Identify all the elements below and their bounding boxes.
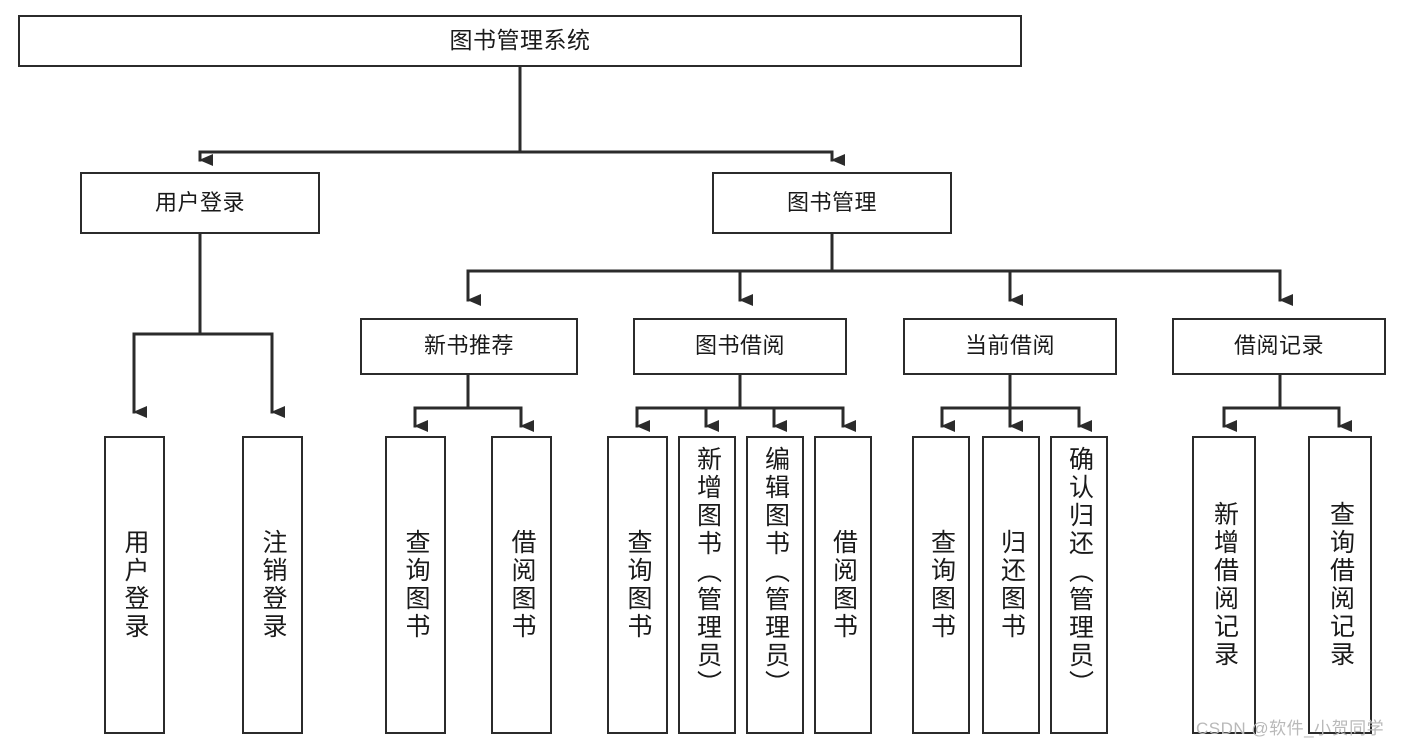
leaf-node-query-borrow-record-label: 查询借阅记录 xyxy=(1326,501,1355,669)
node-root-label: 图书管理系统 xyxy=(449,27,591,54)
node-user-login-label: 用户登录 xyxy=(154,189,245,215)
leaf-node-return-book-label: 归还图书 xyxy=(997,529,1026,641)
leaf-node-user-login-label: 用户登录 xyxy=(121,529,149,641)
node-root[interactable]: 图书管理系统 xyxy=(18,15,1022,67)
leaf-node-borrow-book-label: 借阅图书 xyxy=(829,529,858,641)
leaf-node-confirm-return-admin-label: 确认归还（管理员） xyxy=(1065,446,1094,698)
leaf-node-borrow-book-rec[interactable]: 借阅图书 xyxy=(491,436,552,734)
leaf-node-borrow-book-rec-label: 借阅图书 xyxy=(508,529,536,641)
node-current-borrow-label: 当前借阅 xyxy=(964,333,1055,359)
node-book-manage-label: 图书管理 xyxy=(786,189,877,215)
leaf-node-logout-label: 注销登录 xyxy=(259,529,287,641)
node-new-book-rec[interactable]: 新书推荐 xyxy=(360,318,578,375)
leaf-node-edit-book-admin[interactable]: 编辑图书（管理员） xyxy=(746,436,804,734)
leaf-node-query-book-current[interactable]: 查询图书 xyxy=(912,436,970,734)
leaf-node-edit-book-admin-label: 编辑图书（管理员） xyxy=(761,446,790,698)
leaf-node-query-borrow-record[interactable]: 查询借阅记录 xyxy=(1308,436,1372,734)
node-current-borrow[interactable]: 当前借阅 xyxy=(903,318,1117,375)
leaf-node-add-book-admin-label: 新增图书（管理员） xyxy=(693,446,722,698)
node-borrow-record[interactable]: 借阅记录 xyxy=(1172,318,1386,375)
leaf-node-query-book-rec-label: 查询图书 xyxy=(402,529,430,641)
node-new-book-rec-label: 新书推荐 xyxy=(423,333,514,359)
leaf-node-add-borrow-record-label: 新增借阅记录 xyxy=(1210,501,1239,669)
leaf-node-add-book-admin[interactable]: 新增图书（管理员） xyxy=(678,436,736,734)
leaf-node-logout[interactable]: 注销登录 xyxy=(242,436,303,734)
leaf-node-query-book-borrow-label: 查询图书 xyxy=(624,529,652,641)
leaf-node-return-book[interactable]: 归还图书 xyxy=(982,436,1040,734)
leaf-node-query-book-rec[interactable]: 查询图书 xyxy=(385,436,446,734)
leaf-node-add-borrow-record[interactable]: 新增借阅记录 xyxy=(1192,436,1256,734)
leaf-node-user-login[interactable]: 用户登录 xyxy=(104,436,165,734)
leaf-node-borrow-book[interactable]: 借阅图书 xyxy=(814,436,872,734)
node-book-borrow[interactable]: 图书借阅 xyxy=(633,318,847,375)
leaf-node-query-book-borrow[interactable]: 查询图书 xyxy=(607,436,668,734)
watermark: CSDN @软件_小贺同学 xyxy=(1196,719,1385,738)
node-book-manage[interactable]: 图书管理 xyxy=(712,172,952,234)
leaf-node-query-book-current-label: 查询图书 xyxy=(927,529,956,641)
node-user-login[interactable]: 用户登录 xyxy=(80,172,320,234)
node-book-borrow-label: 图书借阅 xyxy=(694,333,785,359)
node-borrow-record-label: 借阅记录 xyxy=(1233,333,1324,359)
leaf-node-confirm-return-admin[interactable]: 确认归还（管理员） xyxy=(1050,436,1108,734)
